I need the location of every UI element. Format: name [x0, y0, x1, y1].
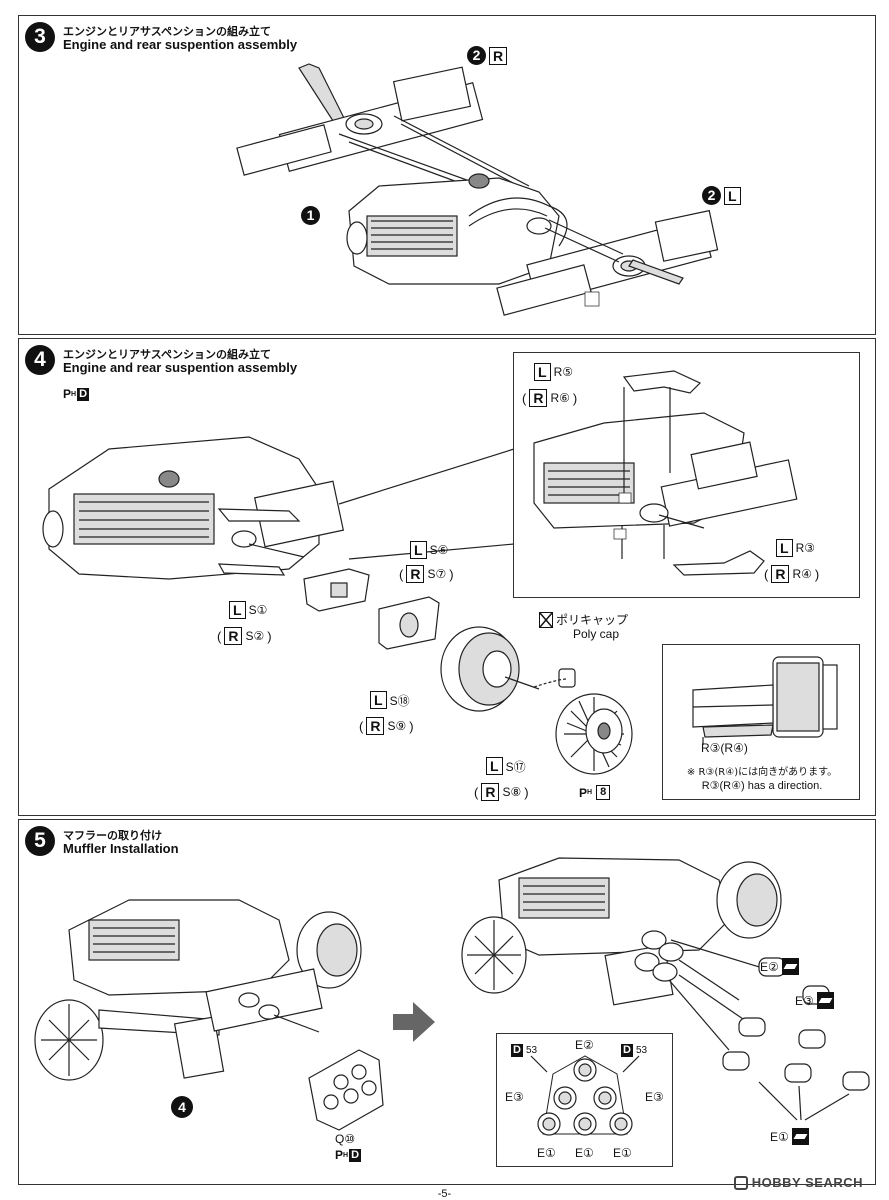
cutter-tool-icon	[791, 1128, 809, 1145]
label-q10: Q⑩	[335, 1132, 356, 1146]
page-number: -5-	[437, 1188, 452, 1200]
inset-direction-drawing	[692, 656, 838, 745]
step-5-left-drawing	[34, 899, 384, 1131]
side-box: L	[724, 186, 741, 205]
diag-label-e1-b: E①	[575, 1146, 594, 1160]
poly-cap-label: ポリキャップ	[539, 611, 628, 628]
watermark: HOBBY SEARCH	[733, 1175, 863, 1190]
step-title-en: Engine and rear suspention assembly	[63, 37, 298, 52]
inset-detail-r3-direction: R③(R④) ※ R③(R④)には向きがあります。 R③(R④) has a d…	[662, 644, 860, 800]
step-5-right-drawing	[461, 857, 870, 1121]
cutter-tool-icon	[816, 992, 834, 1009]
step-4-assembly-drawing	[42, 436, 633, 775]
direction-note-jp: ※ R③(R④)には向きがあります。	[686, 767, 838, 778]
ring-number-icon: 2	[702, 186, 721, 205]
ring-number-icon: 2	[467, 46, 486, 65]
diag-label-e3-left: E③	[505, 1090, 524, 1104]
step-number: 4	[25, 345, 55, 375]
step-title-jp: エンジンとリアサスペンションの組み立て	[63, 348, 272, 361]
step-5-ref-step4: 4	[171, 1096, 193, 1118]
poly-cap-icon	[539, 611, 553, 628]
diag-label-e1-a: E①	[537, 1146, 556, 1160]
step-title-en: Engine and rear suspention assembly	[63, 360, 298, 375]
direction-note-en: R③(R④) has a direction.	[701, 780, 823, 792]
step-title-jp: マフラーの取り付け	[63, 829, 162, 842]
step-title-jp: エンジンとリアサスペンションの組み立て	[63, 25, 272, 38]
ring-number-icon: 4	[171, 1096, 193, 1118]
step-title-en: Muffler Installation	[63, 841, 179, 856]
label-r3-r4: R③(R④)	[701, 741, 748, 755]
label-e2: E②	[760, 958, 799, 975]
side-box: R	[489, 46, 508, 65]
diag-label-e1-c: E①	[613, 1146, 632, 1160]
step-3-assembly-drawing	[236, 63, 719, 316]
diag-label-e3-right: E③	[645, 1090, 664, 1104]
next-arrow-icon	[393, 1002, 435, 1042]
step-3-ref-r: 2 R	[467, 46, 508, 65]
muffler-positions-drawing	[530, 1055, 640, 1136]
inset-drawing	[533, 370, 798, 576]
label-e1: E①	[770, 1128, 809, 1145]
diag-label-e2: E②	[575, 1038, 594, 1052]
poly-cap-label-en: Poly cap	[573, 627, 620, 641]
step-4-panel: 4 エンジンとリアサスペンションの組み立て Engine and rear su…	[18, 338, 876, 816]
label-e3: E③	[795, 992, 834, 1009]
step-3-panel: 3 エンジンとリアサスペンションの組み立て Engine and rear su…	[18, 15, 876, 335]
cutter-tool-icon	[781, 958, 799, 975]
brand-logo-icon	[733, 1175, 748, 1190]
step-3-ref-engine: 1	[301, 206, 320, 225]
step-number: 5	[25, 826, 55, 856]
step-3-ref-l: 2 L	[702, 186, 741, 205]
step-number: 3	[25, 22, 55, 52]
ring-number-icon: 1	[301, 206, 320, 225]
